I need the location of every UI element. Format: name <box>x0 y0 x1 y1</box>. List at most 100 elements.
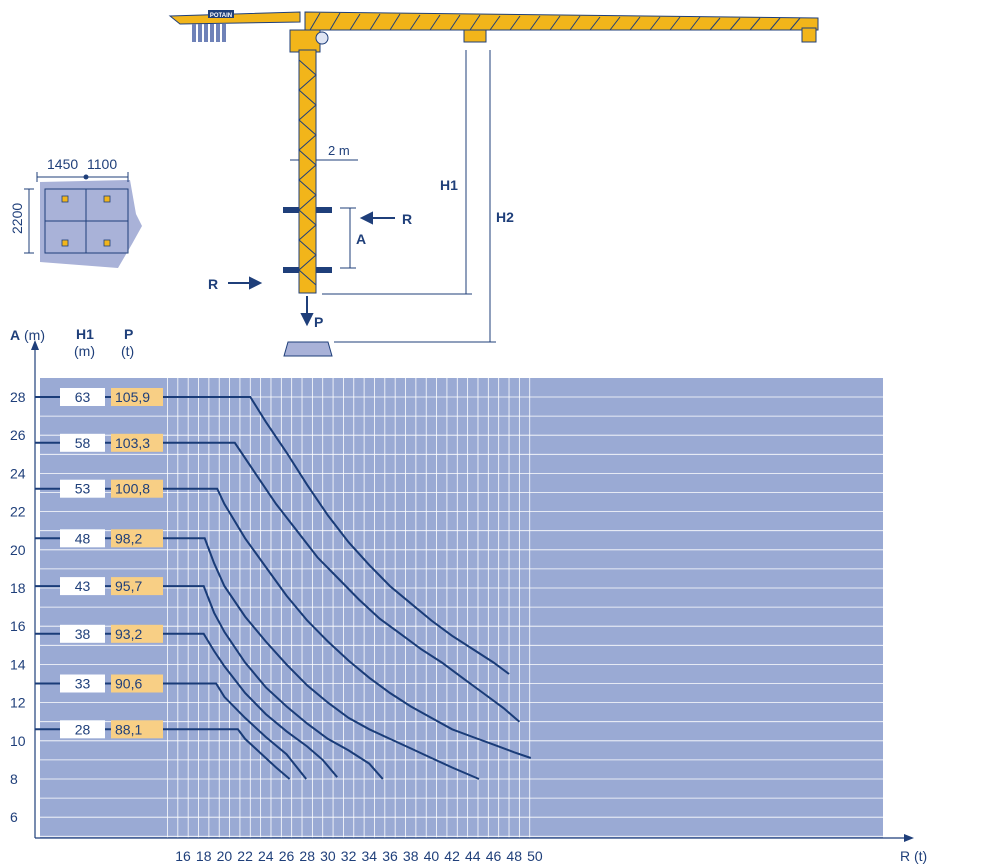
curve-h1-48 <box>35 537 480 780</box>
h1-box <box>60 674 105 693</box>
p-value: 93,2 <box>115 626 142 642</box>
p-box <box>111 577 163 596</box>
h1-value: 63 <box>75 389 91 405</box>
y-tick-label: 14 <box>10 656 26 672</box>
x-tick-label: 18 <box>196 848 212 864</box>
counterweights <box>192 24 226 42</box>
trolley <box>463 29 487 43</box>
ground-shape <box>40 180 142 268</box>
tower-mast <box>298 49 317 294</box>
r-arrow-bottom <box>228 276 263 290</box>
x-tick-label: 30 <box>320 848 336 864</box>
x-tick-label: 48 <box>506 848 522 864</box>
y-tick-label: 12 <box>10 695 26 711</box>
dim-left-label: 1450 <box>47 156 78 172</box>
jib-lattice <box>309 12 801 31</box>
p-value: 88,1 <box>115 721 142 737</box>
y-tick-label: 16 <box>10 618 26 634</box>
anchor-points <box>61 195 111 247</box>
h1-value: 38 <box>75 626 91 642</box>
curve-h1-28 <box>35 728 291 780</box>
curve-h1-38 <box>35 632 338 778</box>
dimension-center-dot <box>83 174 89 180</box>
h1-col-header: H1 <box>76 326 94 342</box>
grid <box>40 378 883 838</box>
curve-h1-53 <box>35 487 532 759</box>
x-tick-label: 24 <box>258 848 274 864</box>
h1-value: 43 <box>75 578 91 594</box>
h1-box <box>60 388 105 406</box>
curve-h1-43 <box>35 585 384 780</box>
h1-col-unit: (m) <box>74 343 95 359</box>
p-label: P <box>314 314 323 330</box>
y-tick-label: 6 <box>10 809 18 825</box>
x-tick-label: 50 <box>527 848 543 864</box>
x-tick-label: 22 <box>237 848 253 864</box>
main-jib <box>304 11 819 31</box>
cabin <box>315 31 329 45</box>
y-tick-label: 26 <box>10 427 26 443</box>
x-tick-label: 38 <box>403 848 419 864</box>
y-tick-label: 18 <box>10 580 26 596</box>
h1-box <box>60 624 105 643</box>
x-tick-label: 28 <box>299 848 315 864</box>
r-label-top: R <box>402 211 412 227</box>
p-value: 95,7 <box>115 578 142 594</box>
h1-value: 33 <box>75 676 91 692</box>
x-tick-label: 16 <box>175 848 191 864</box>
counter-jib <box>168 11 301 25</box>
curves <box>35 396 532 780</box>
h1-dimension <box>322 50 472 295</box>
brand-text: POTAIN <box>210 13 232 19</box>
mast-collars <box>283 207 332 273</box>
x-tick-label: 46 <box>486 848 502 864</box>
y-tick-label: 24 <box>10 465 26 481</box>
h1-box <box>60 577 105 596</box>
p-col-header: P <box>124 326 133 342</box>
x-axis-arrow <box>904 834 914 842</box>
h1-value: 28 <box>75 721 91 737</box>
h1-value: 58 <box>75 435 91 451</box>
p-box <box>111 479 163 498</box>
r-arrow-top <box>359 211 395 225</box>
a-dimension-line <box>340 207 356 269</box>
p-box <box>111 529 163 548</box>
p-value: 98,2 <box>115 530 142 546</box>
r-label-bottom: R <box>208 276 218 292</box>
y-axis-unit: (m) <box>24 327 45 343</box>
p-box <box>111 720 163 739</box>
footprint-plan: 1450 1100 2200 <box>9 156 142 268</box>
dim-right-label: 1100 <box>87 156 117 172</box>
mast-width-label: 2 m <box>328 143 350 158</box>
y-axis-arrow <box>31 340 39 350</box>
plot-area <box>40 378 883 838</box>
x-tick-label: 34 <box>362 848 378 864</box>
curve-h1-33 <box>35 682 307 780</box>
top-dimension-line <box>36 172 129 182</box>
p-col-unit: (t) <box>121 343 134 359</box>
x-tick-label: 32 <box>341 848 357 864</box>
y-tick-label: 28 <box>10 389 26 405</box>
brand-plate <box>208 10 234 18</box>
p-value: 100,8 <box>115 481 150 497</box>
h1-box <box>60 433 105 452</box>
curve-h1-58 <box>35 441 521 723</box>
h1-value: 48 <box>75 530 91 546</box>
h1-box <box>60 529 105 548</box>
mast-lattice <box>298 59 317 286</box>
x-tick-label: 26 <box>279 848 295 864</box>
x-axis-label: R <box>900 848 910 864</box>
foundation-block <box>283 341 333 357</box>
y-tick-label: 10 <box>10 733 26 749</box>
slewing-unit <box>289 29 321 53</box>
x-tick-label: 20 <box>217 848 233 864</box>
x-tick-label: 40 <box>424 848 440 864</box>
y-tick-label: 20 <box>10 542 26 558</box>
dim-side-label: 2200 <box>9 203 25 234</box>
p-box <box>111 624 163 643</box>
x-tick-label: 36 <box>382 848 398 864</box>
